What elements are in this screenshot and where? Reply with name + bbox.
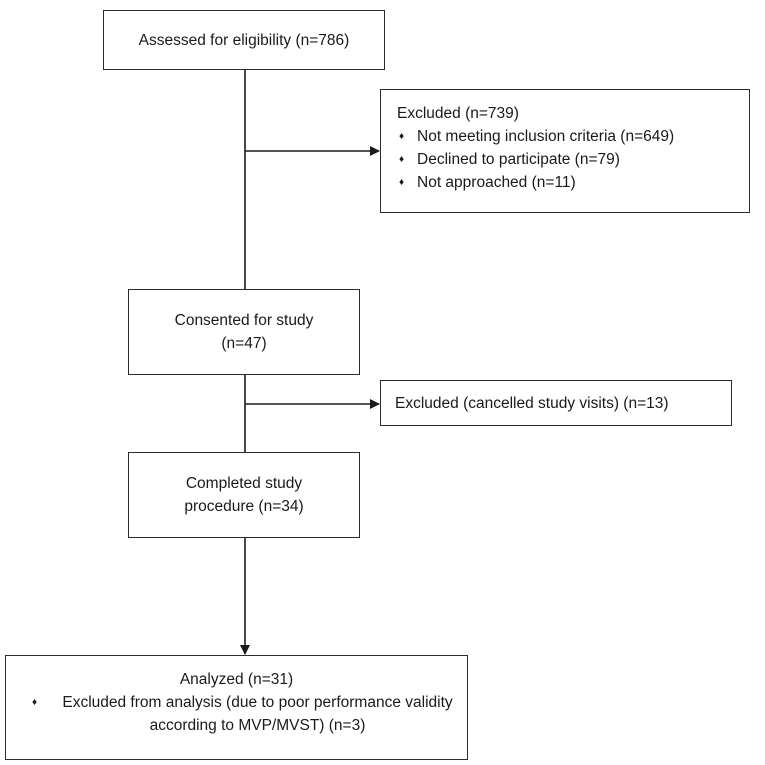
completed-line-1: Completed study [185,475,303,492]
completed-line-2: procedure (n=34) [184,498,304,515]
excluded-2-text: Excluded (cancelled study visits) (n=13) [395,394,669,412]
analyzed-item: Excluded from analysis (due to poor perf… [30,691,467,737]
assessed-text: Assessed for eligibility (n=786) [138,31,350,49]
consented-box: Consented for study (n=47) [128,289,360,375]
excluded-1-list: Not meeting inclusion criteria (n=649) D… [397,125,749,194]
excluded-1-item: Declined to participate (n=79) [397,148,749,171]
consented-line-1: Consented for study [174,312,314,329]
completed-box: Completed study procedure (n=34) [128,452,360,538]
analyzed-title: Analyzed (n=31) [179,671,294,688]
excluded-box-2: Excluded (cancelled study visits) (n=13) [380,380,732,426]
excluded-box-1: Excluded (n=739) Not meeting inclusion c… [380,89,750,213]
excluded-1-item: Not approached (n=11) [397,171,749,194]
excluded-1-item: Not meeting inclusion criteria (n=649) [397,125,749,148]
assessed-box: Assessed for eligibility (n=786) [103,10,385,70]
analyzed-box: Analyzed (n=31) Excluded from analysis (… [5,655,468,760]
consented-line-2: (n=47) [221,335,267,352]
analyzed-list: Excluded from analysis (due to poor perf… [6,691,467,737]
excluded-1-title: Excluded (n=739) [397,105,519,122]
